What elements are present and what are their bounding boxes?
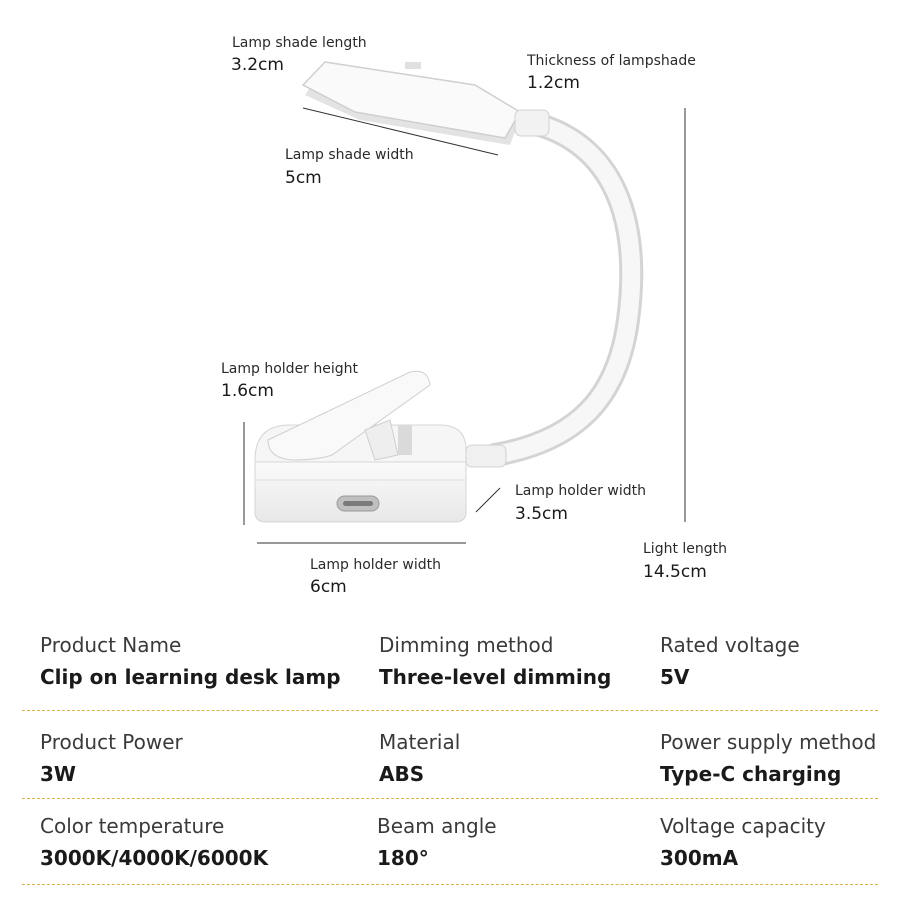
light-length-value: 14.5cm (643, 562, 707, 582)
spec-row: Product Power 3W Material ABS Power supp… (0, 729, 900, 819)
spec-value: 3000K/4000K/6000K (40, 846, 269, 870)
holder-height-label: Lamp holder height (221, 361, 359, 377)
shade-thickness-label: Thickness of lampshade (527, 53, 696, 69)
shade-thickness-value: 1.2cm (527, 73, 580, 93)
spec-value: ABS (379, 762, 425, 786)
spec-value: Three-level dimming (379, 665, 612, 689)
holder-width-value: 6cm (310, 577, 347, 597)
spec-cell: Beam angle 180° (377, 813, 497, 871)
spec-key: Product Power (40, 730, 183, 754)
spec-cell: Voltage capacity 300mA (660, 813, 826, 871)
spec-value: 5V (660, 665, 690, 689)
holder-depth-value: 3.5cm (515, 504, 568, 524)
spec-key: Beam angle (377, 814, 497, 838)
spec-table: Product Name Clip on learning desk lamp … (0, 620, 900, 900)
spec-cell: Power supply method Type-C charging (660, 729, 876, 787)
holder-width-label: Lamp holder width (310, 557, 441, 573)
spec-key: Dimming method (379, 633, 554, 657)
spec-key: Voltage capacity (660, 814, 826, 838)
spec-value: Clip on learning desk lamp (40, 665, 341, 689)
spec-value: 180° (377, 846, 429, 870)
spec-key: Product Name (40, 633, 182, 657)
spec-value: 3W (40, 762, 76, 786)
light-length-label: Light length (643, 541, 728, 557)
shade-width-value: 5cm (285, 168, 322, 188)
lamp-holder (254, 370, 507, 523)
spec-key: Color temperature (40, 814, 225, 838)
spec-cell: Product Name Clip on learning desk lamp (40, 632, 341, 690)
spec-cell: Material ABS (379, 729, 460, 787)
spec-row: Color temperature 3000K/4000K/6000K Beam… (0, 813, 900, 903)
spec-cell: Dimming method Three-level dimming (379, 632, 611, 690)
shade-width-label: Lamp shade width (285, 147, 414, 163)
spec-cell: Color temperature 3000K/4000K/6000K (40, 813, 268, 871)
spec-key: Power supply method (660, 730, 877, 754)
shade-length-value: 3.2cm (231, 55, 284, 75)
spec-cell: Rated voltage 5V (660, 632, 800, 690)
row-divider (22, 798, 878, 799)
shade-length-label: Lamp shade length (232, 35, 367, 51)
spec-row: Product Name Clip on learning desk lamp … (0, 632, 900, 722)
spec-key: Material (379, 730, 461, 754)
product-diagram: Lamp shade length 3.2cm Thickness of lam… (221, 35, 728, 597)
row-divider (22, 710, 878, 711)
holder-depth-label: Lamp holder width (515, 483, 646, 499)
spec-key: Rated voltage (660, 633, 800, 657)
spec-value: Type-C charging (660, 762, 842, 786)
spec-value: 300mA (660, 846, 739, 870)
lamp-shade (301, 61, 550, 145)
spec-cell: Product Power 3W (40, 729, 183, 787)
lamp-illustration (243, 61, 686, 544)
row-divider (22, 884, 878, 885)
holder-height-value: 1.6cm (221, 381, 274, 401)
